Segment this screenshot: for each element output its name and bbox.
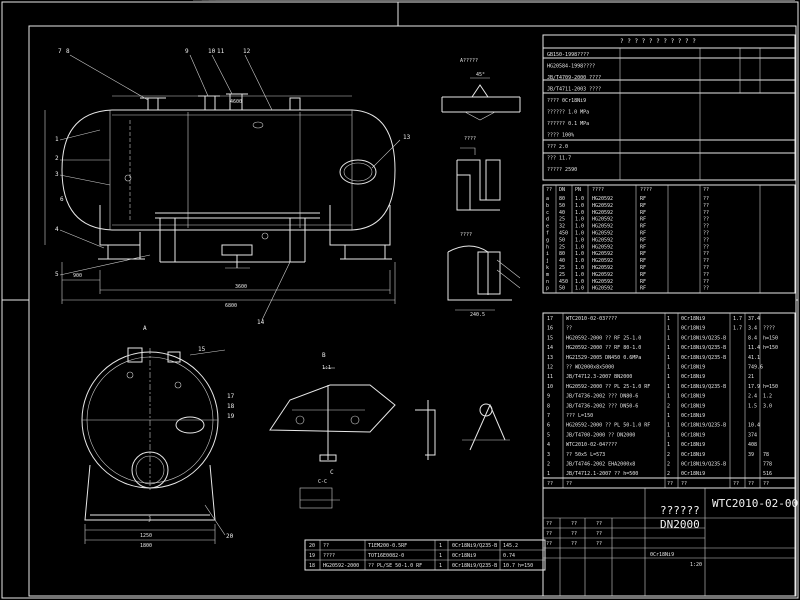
inner-frame [28,25,797,597]
vessel-end-view [81,347,226,544]
vessel-elevation-view [44,54,401,321]
bracket-details [415,400,510,460]
title-block-grid [542,487,796,597]
detail-view-b [269,367,396,509]
spec-table [542,34,796,181]
nozzle-table-grid [542,184,796,294]
bottom-parts-grid [304,539,546,571]
weld-detail-views [441,77,521,311]
leader-lines [59,54,401,321]
parts-list-grid [542,312,796,489]
dimension-lines [44,95,396,304]
